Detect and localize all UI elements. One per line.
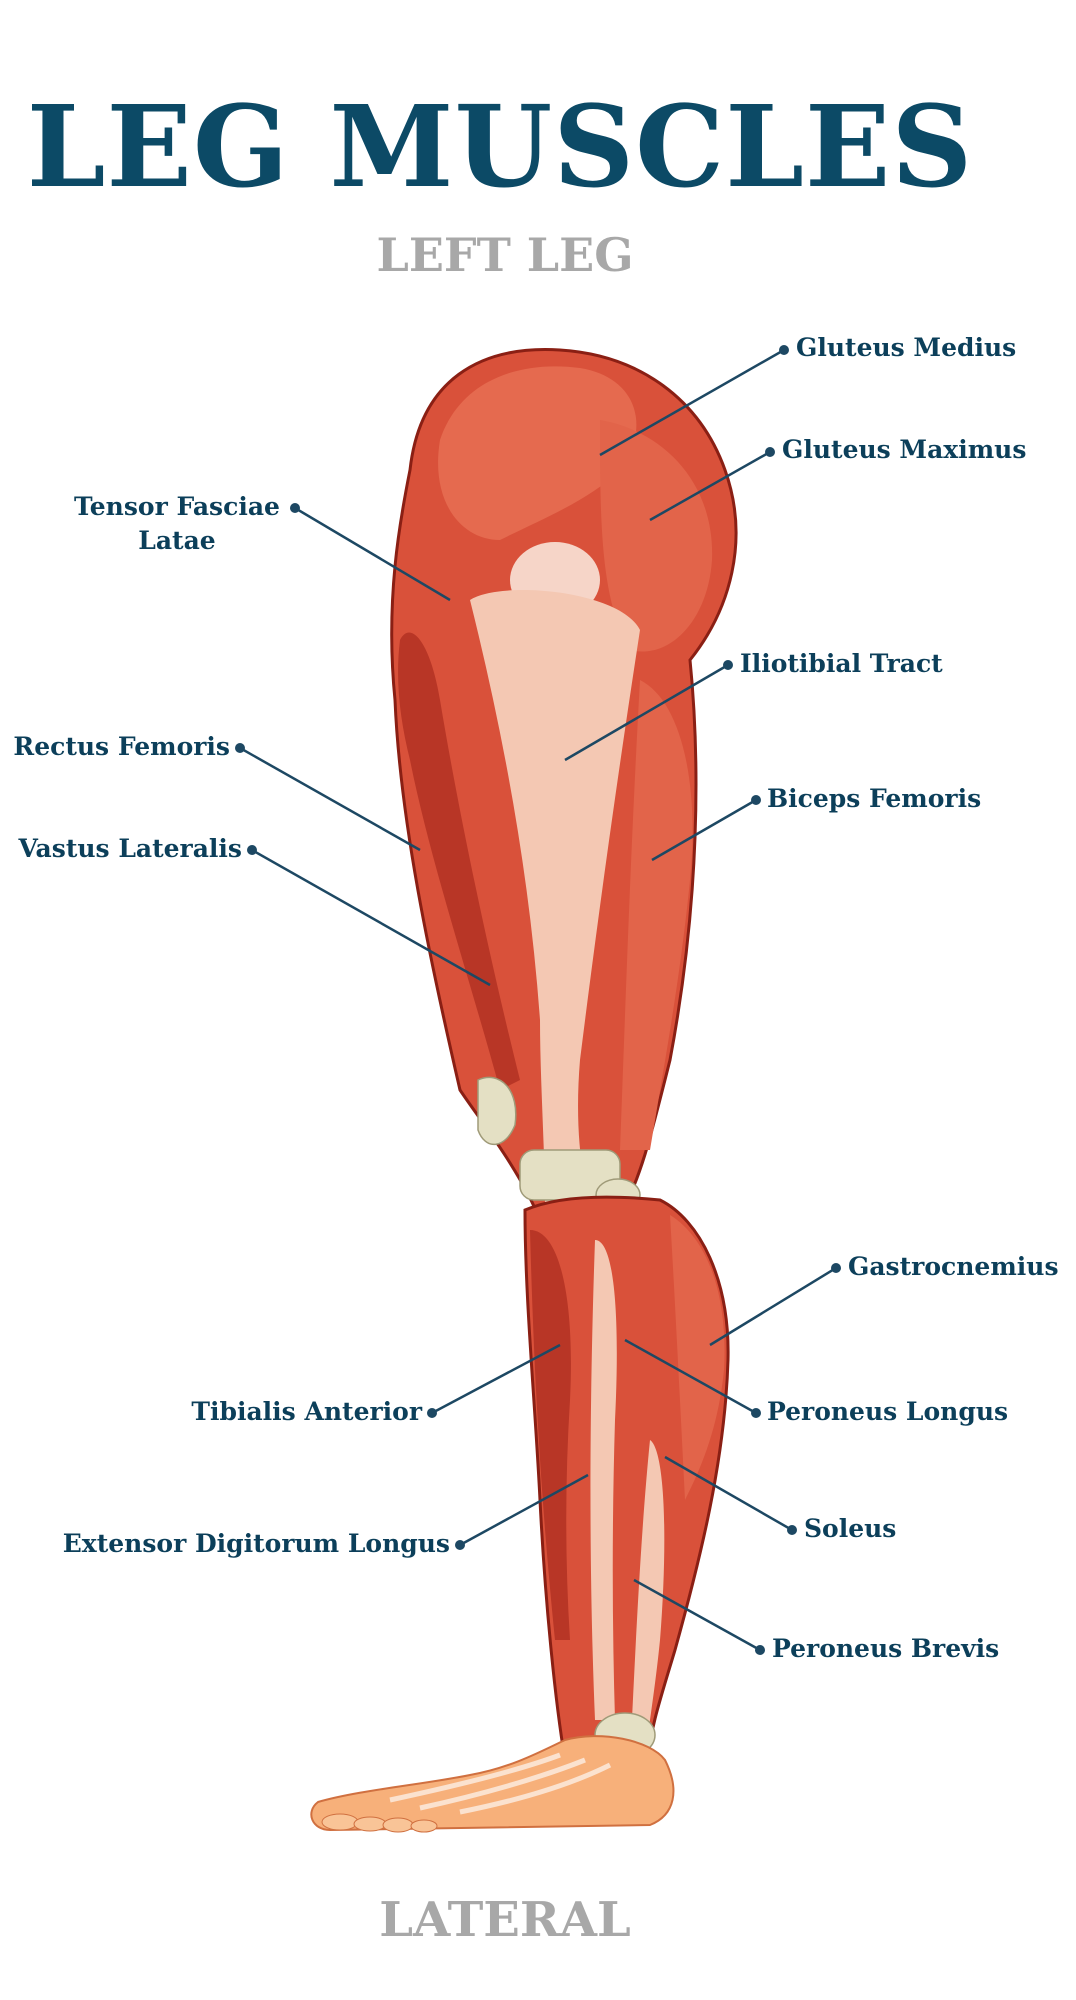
label-gastrocnemius: Gastrocnemius bbox=[848, 1252, 1059, 1281]
tibialis-anterior-region bbox=[530, 1230, 571, 1640]
patella bbox=[477, 1076, 517, 1146]
leader-gluteus-medius bbox=[599, 348, 785, 457]
page-title: LEG MUSCLES bbox=[26, 82, 974, 213]
leader-dot bbox=[755, 1645, 765, 1655]
toe bbox=[410, 1819, 438, 1833]
gluteus-medius-region bbox=[438, 366, 637, 540]
toe bbox=[382, 1817, 414, 1833]
leader-extensor-digitorum-longus bbox=[459, 1473, 589, 1547]
leader-dot bbox=[247, 845, 257, 855]
label-iliotibial-tract: Iliotibial Tract bbox=[740, 649, 943, 678]
leader-dot bbox=[235, 743, 245, 753]
leader-dot bbox=[290, 503, 300, 513]
leader-dot bbox=[831, 1263, 841, 1273]
label-tensor-fasciae-latae-line2: Latae bbox=[138, 526, 216, 555]
foot bbox=[310, 1735, 675, 1832]
label-biceps-femoris: Biceps Femoris bbox=[767, 784, 982, 813]
leader-iliotibial-tract bbox=[564, 663, 729, 762]
leader-dot bbox=[779, 345, 789, 355]
leader-soleus bbox=[664, 1455, 793, 1532]
gastrocnemius-region bbox=[670, 1215, 725, 1500]
label-rectus-femoris: Rectus Femoris bbox=[13, 732, 230, 761]
leader-gluteus-maximus bbox=[649, 450, 771, 522]
label-soleus: Soleus bbox=[804, 1514, 897, 1543]
leader-biceps-femoris bbox=[651, 798, 757, 862]
leader-dot bbox=[427, 1408, 437, 1418]
toes bbox=[321, 1813, 438, 1833]
label-extensor-digitorum-longus: Extensor Digitorum Longus bbox=[62, 1529, 450, 1558]
leader-lines bbox=[235, 345, 841, 1655]
label-tensor-fasciae-latae-line1: Tensor Fasciae bbox=[74, 492, 280, 521]
iliotibial-tract-band bbox=[470, 590, 640, 1210]
label-tibialis-anterior: Tibialis Anterior bbox=[191, 1397, 422, 1426]
label-tensor-fasciae-latae: Tensor Fasciae Latae bbox=[62, 490, 292, 558]
foot-tendons-3 bbox=[459, 1762, 612, 1815]
label-vastus-lateralis: Vastus Lateralis bbox=[18, 834, 242, 863]
leader-dot bbox=[751, 795, 761, 805]
biceps-femoris-region bbox=[620, 680, 693, 1150]
toe bbox=[353, 1816, 387, 1832]
gluteus-maximus-region bbox=[600, 420, 713, 652]
leader-tibialis-anterior bbox=[431, 1343, 561, 1415]
foot-tendons bbox=[389, 1752, 561, 1803]
vastus-lateralis-region bbox=[398, 632, 520, 1090]
leader-vastus-lateralis bbox=[251, 848, 491, 987]
leader-tensor-fasciae-latae bbox=[294, 506, 451, 602]
toe bbox=[321, 1813, 359, 1831]
leader-rectus-femoris bbox=[239, 746, 421, 852]
label-peroneus-brevis: Peroneus Brevis bbox=[772, 1634, 1000, 1663]
leader-dot bbox=[751, 1408, 761, 1418]
peroneus-tendon bbox=[630, 1440, 665, 1760]
foot-tendons-2 bbox=[419, 1757, 586, 1811]
leader-dot bbox=[455, 1540, 465, 1550]
leader-peroneus-brevis bbox=[633, 1578, 761, 1652]
shin-tendon bbox=[590, 1240, 617, 1720]
leader-peroneus-longus bbox=[624, 1338, 757, 1415]
label-peroneus-longus: Peroneus Longus bbox=[767, 1397, 1009, 1426]
leader-dot bbox=[765, 447, 775, 457]
page-subtitle: LEFT LEG bbox=[376, 228, 634, 282]
leader-dot bbox=[723, 660, 733, 670]
label-gluteus-medius: Gluteus Medius bbox=[796, 333, 1017, 362]
leader-dot bbox=[787, 1525, 797, 1535]
leg-shape bbox=[310, 348, 738, 1833]
leader-gastrocnemius bbox=[709, 1266, 837, 1347]
view-label: LATERAL bbox=[379, 1892, 631, 1948]
label-gluteus-maximus: Gluteus Maximus bbox=[782, 435, 1027, 464]
